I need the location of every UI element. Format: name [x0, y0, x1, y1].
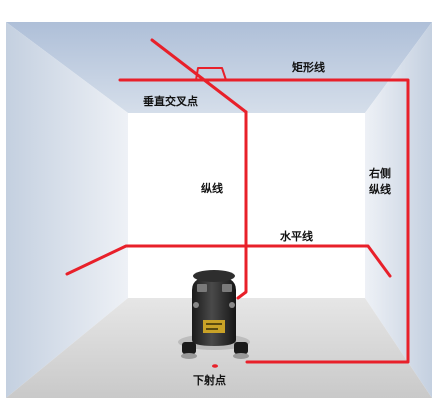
vertical-cross-point-label: 垂直交叉点 [143, 95, 198, 108]
right-side-line-label: 右侧 纵线 [369, 166, 391, 198]
down-point-dot [212, 364, 218, 368]
rect-line-label: 矩形线 [292, 61, 325, 74]
horizontal-line-label: 水平线 [280, 230, 313, 243]
cross-marker [195, 67, 227, 81]
rect-line [118, 78, 410, 364]
floor [6, 298, 432, 398]
vertical-line [236, 110, 248, 300]
right-side-line-label-2: 纵线 [369, 183, 391, 196]
laser-level-icon [178, 270, 250, 368]
down-point-label: 下射点 [193, 374, 226, 387]
horizontal-line [65, 244, 392, 278]
right-wall [365, 22, 432, 398]
longitudinal-line-label: 纵线 [201, 182, 223, 195]
ceiling-diagonal-line [150, 38, 248, 114]
left-wall [6, 22, 128, 398]
laser-lines [65, 38, 410, 364]
right-side-line-label-1: 右侧 [369, 167, 391, 180]
